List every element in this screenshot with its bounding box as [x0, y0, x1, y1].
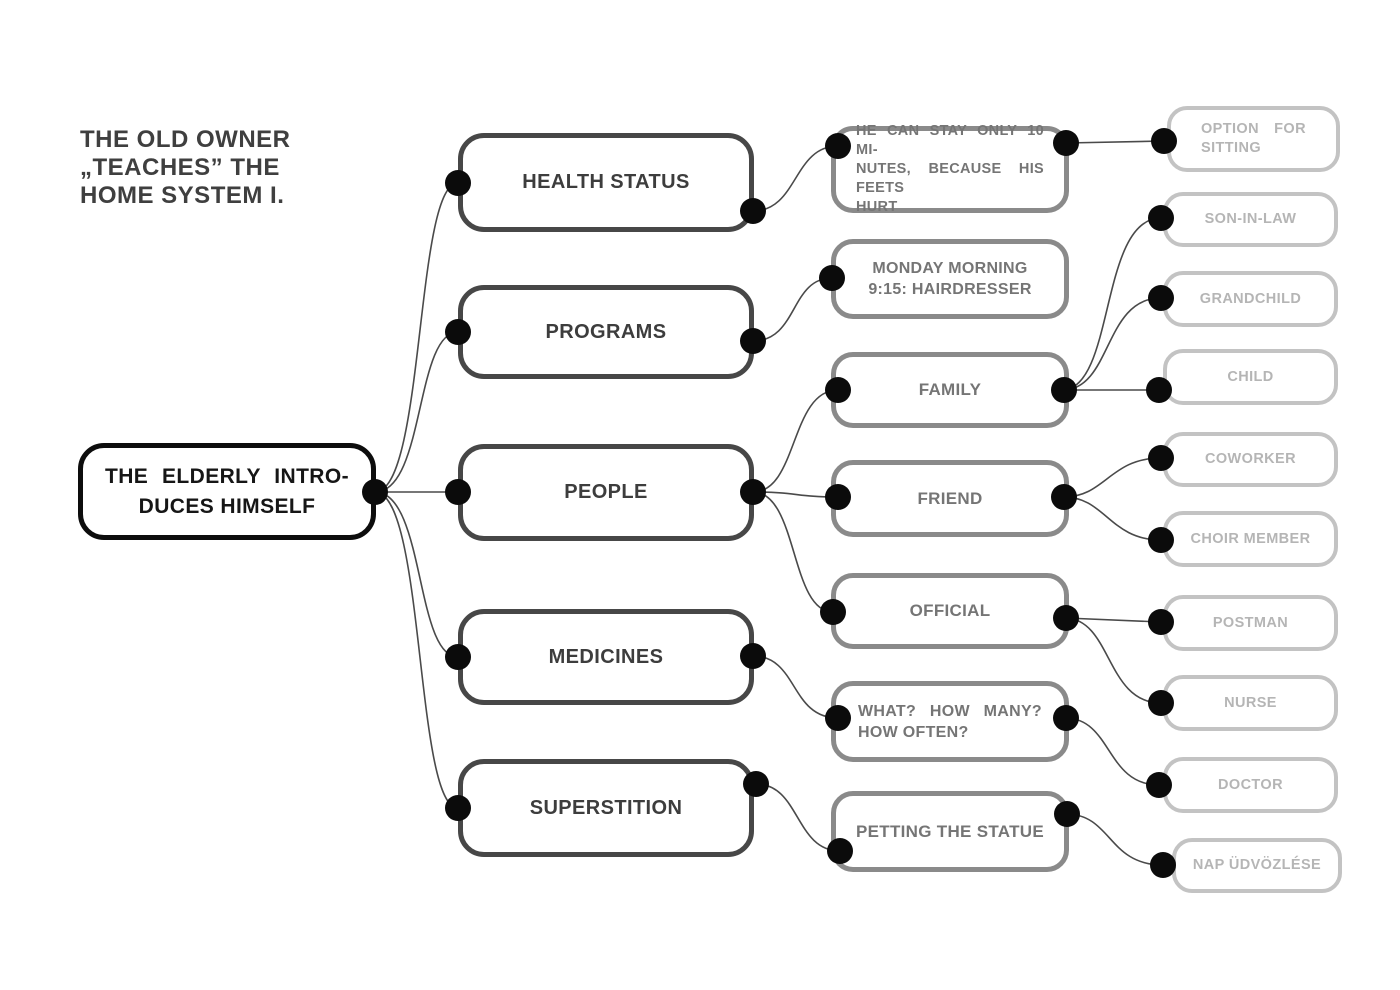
node-label: SITTING — [1201, 140, 1261, 156]
node-root-elderly-introduces-himself: THE ELDERLY INTRO- DUCES HIMSELF — [78, 443, 376, 540]
node-stay-note: HE CAN STAY ONLY 10 MI- NUTES, BECAUSE H… — [831, 123, 1069, 215]
node-label: MEDICINES — [548, 645, 664, 668]
node-label: GRANDCHILD — [1199, 290, 1302, 307]
node-label: DOCTOR — [1218, 776, 1283, 793]
node-label: POSTMAN — [1212, 614, 1289, 631]
node-label: NAP ÜDVÖZLÉSE — [1192, 857, 1322, 873]
node-doctor: DOCTOR — [1163, 757, 1338, 813]
connector-line — [374, 491, 459, 809]
connector-line — [1063, 496, 1162, 541]
connector-line — [374, 331, 459, 493]
node-postman: POSTMAN — [1163, 595, 1338, 651]
node-label: SUPERSTITION — [529, 796, 683, 819]
node-label: PEOPLE — [564, 481, 648, 503]
connector-line — [752, 145, 839, 212]
connector-line — [1065, 617, 1162, 704]
node-friend: FRIEND — [831, 460, 1069, 537]
node-label: HURT — [856, 199, 898, 215]
connector-line — [1063, 457, 1162, 498]
node-label: HOW OFTEN? — [858, 723, 969, 741]
node-child: CHILD — [1163, 349, 1338, 405]
node-son-in-law: SON-IN-LAW — [1163, 192, 1338, 247]
node-label: CHOIR MEMBER — [1190, 530, 1311, 547]
node-label: SON-IN-LAW — [1204, 211, 1297, 227]
node-label: HE CAN STAY ONLY 10 MI- — [856, 123, 1044, 158]
node-programs: PROGRAMS — [458, 285, 754, 379]
connector-line — [1065, 717, 1160, 786]
node-label: PETTING THE STATUE — [856, 821, 1044, 841]
node-people: PEOPLE — [458, 444, 754, 541]
node-what-how-many-how-often: WHAT? HOW MANY? HOW OFTEN? — [831, 681, 1069, 762]
node-label: MONDAY MORNING — [872, 260, 1028, 277]
node-label: THE ELDERLY INTRO- — [105, 464, 349, 488]
node-label: OPTION FOR — [1201, 121, 1306, 137]
connector-line — [1065, 140, 1165, 144]
node-option-for-sitting: OPTION FOR SITTING — [1167, 106, 1340, 172]
page-title-line: HOME SYSTEM I. — [80, 182, 285, 209]
node-superstition: SUPERSTITION — [458, 759, 754, 857]
node-medicines: MEDICINES — [458, 609, 754, 705]
node-label: NURSE — [1224, 694, 1277, 711]
node-label: PROGRAMS — [545, 320, 667, 343]
node-label: 9:15: HAIRDRESSER — [868, 281, 1032, 298]
node-monday-hairdresser: MONDAY MORNING 9:15: HAIRDRESSER — [831, 239, 1069, 319]
page-title-line: „TEACHES” THE — [80, 154, 280, 181]
node-label: FRIEND — [917, 488, 983, 508]
node-family: FAMILY — [831, 352, 1069, 428]
connector-line — [1063, 217, 1162, 391]
page-title: THE OLD OWNER „TEACHES” THE HOME SYSTEM … — [80, 126, 400, 210]
node-label: WHAT? HOW MANY? — [858, 702, 1042, 720]
connector-line — [755, 783, 841, 852]
connector-line — [1065, 617, 1162, 623]
node-label: COWORKER — [1205, 451, 1296, 467]
node-label: HEALTH STATUS — [522, 171, 690, 193]
node-health-status: HEALTH STATUS — [458, 133, 754, 232]
node-nurse: NURSE — [1163, 675, 1338, 731]
connector-line — [1063, 297, 1162, 391]
node-nap-udvozlese: NAP ÜDVÖZLÉSE — [1172, 838, 1342, 893]
node-choir-member: CHOIR MEMBER — [1163, 511, 1338, 567]
node-label: NUTES, BECAUSE HIS FEETS — [856, 161, 1044, 196]
node-coworker: COWORKER — [1163, 432, 1338, 487]
connector-line — [752, 277, 833, 342]
node-label: OFFICIAL — [909, 601, 991, 620]
connector-line — [752, 491, 839, 498]
node-label: DUCES HIMSELF — [138, 494, 316, 518]
node-grandchild: GRANDCHILD — [1163, 271, 1338, 327]
connector-line — [374, 182, 459, 493]
connector-line — [374, 491, 459, 658]
connector-line — [752, 389, 839, 493]
connector-line — [752, 491, 834, 613]
page-title-line: THE OLD OWNER — [80, 126, 291, 153]
node-official: OFFICIAL — [831, 573, 1069, 649]
node-petting-the-statue: PETTING THE STATUE — [831, 791, 1069, 872]
connector-line — [752, 655, 839, 719]
node-label: CHILD — [1227, 368, 1274, 385]
node-label: FAMILY — [918, 380, 982, 399]
connector-line — [1066, 813, 1164, 866]
